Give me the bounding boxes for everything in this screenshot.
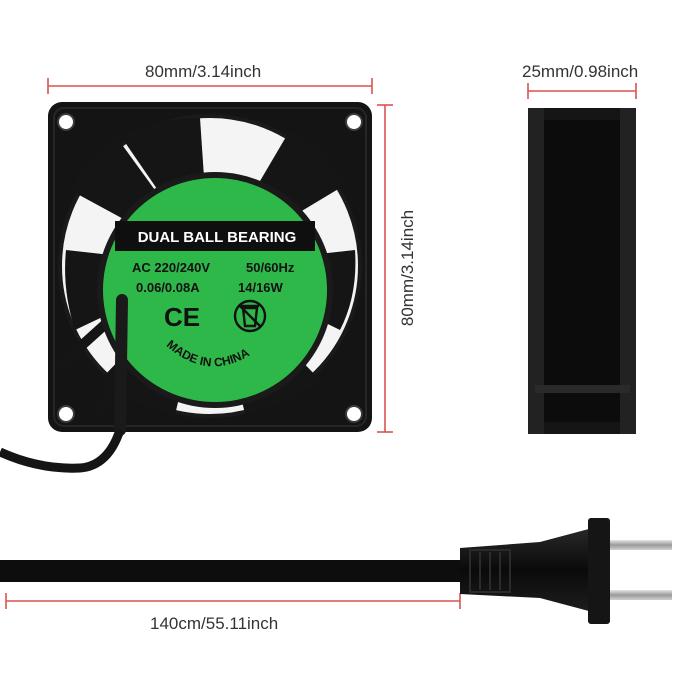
plug-prong-top xyxy=(610,540,672,550)
power-cable xyxy=(0,560,470,582)
ce-mark-icon: CE xyxy=(164,302,200,332)
weee-bin-icon xyxy=(233,299,267,333)
fan-side-view xyxy=(528,108,636,434)
label-frequency: 50/60Hz xyxy=(246,260,295,275)
label-current: 0.06/0.08A xyxy=(136,280,200,295)
depth-dimension-line xyxy=(527,83,637,99)
fan-front-view: DUAL BALL BEARING AC 220/240V 50/60Hz 0.… xyxy=(48,102,372,436)
cable-dimension-line xyxy=(5,593,461,609)
cable-length-label: 140cm/55.11inch xyxy=(150,614,279,633)
width-dimension-label: 80mm/3.14inch xyxy=(145,62,262,81)
mounting-holes xyxy=(57,113,363,423)
label-voltage: AC 220/240V xyxy=(132,260,210,275)
power-plug xyxy=(460,518,610,624)
height-dimension-label: 80mm/3.14inch xyxy=(398,209,417,327)
fan-lead-wire xyxy=(114,294,128,436)
width-dimension-line xyxy=(47,78,373,94)
label-power: 14/16W xyxy=(238,280,284,295)
label-title: DUAL BALL BEARING xyxy=(138,229,297,246)
fan-cable-short xyxy=(0,428,125,473)
depth-dimension-label: 25mm/0.98inch xyxy=(522,62,639,81)
plug-prong-bottom xyxy=(610,590,672,600)
height-dimension-line xyxy=(377,104,393,433)
